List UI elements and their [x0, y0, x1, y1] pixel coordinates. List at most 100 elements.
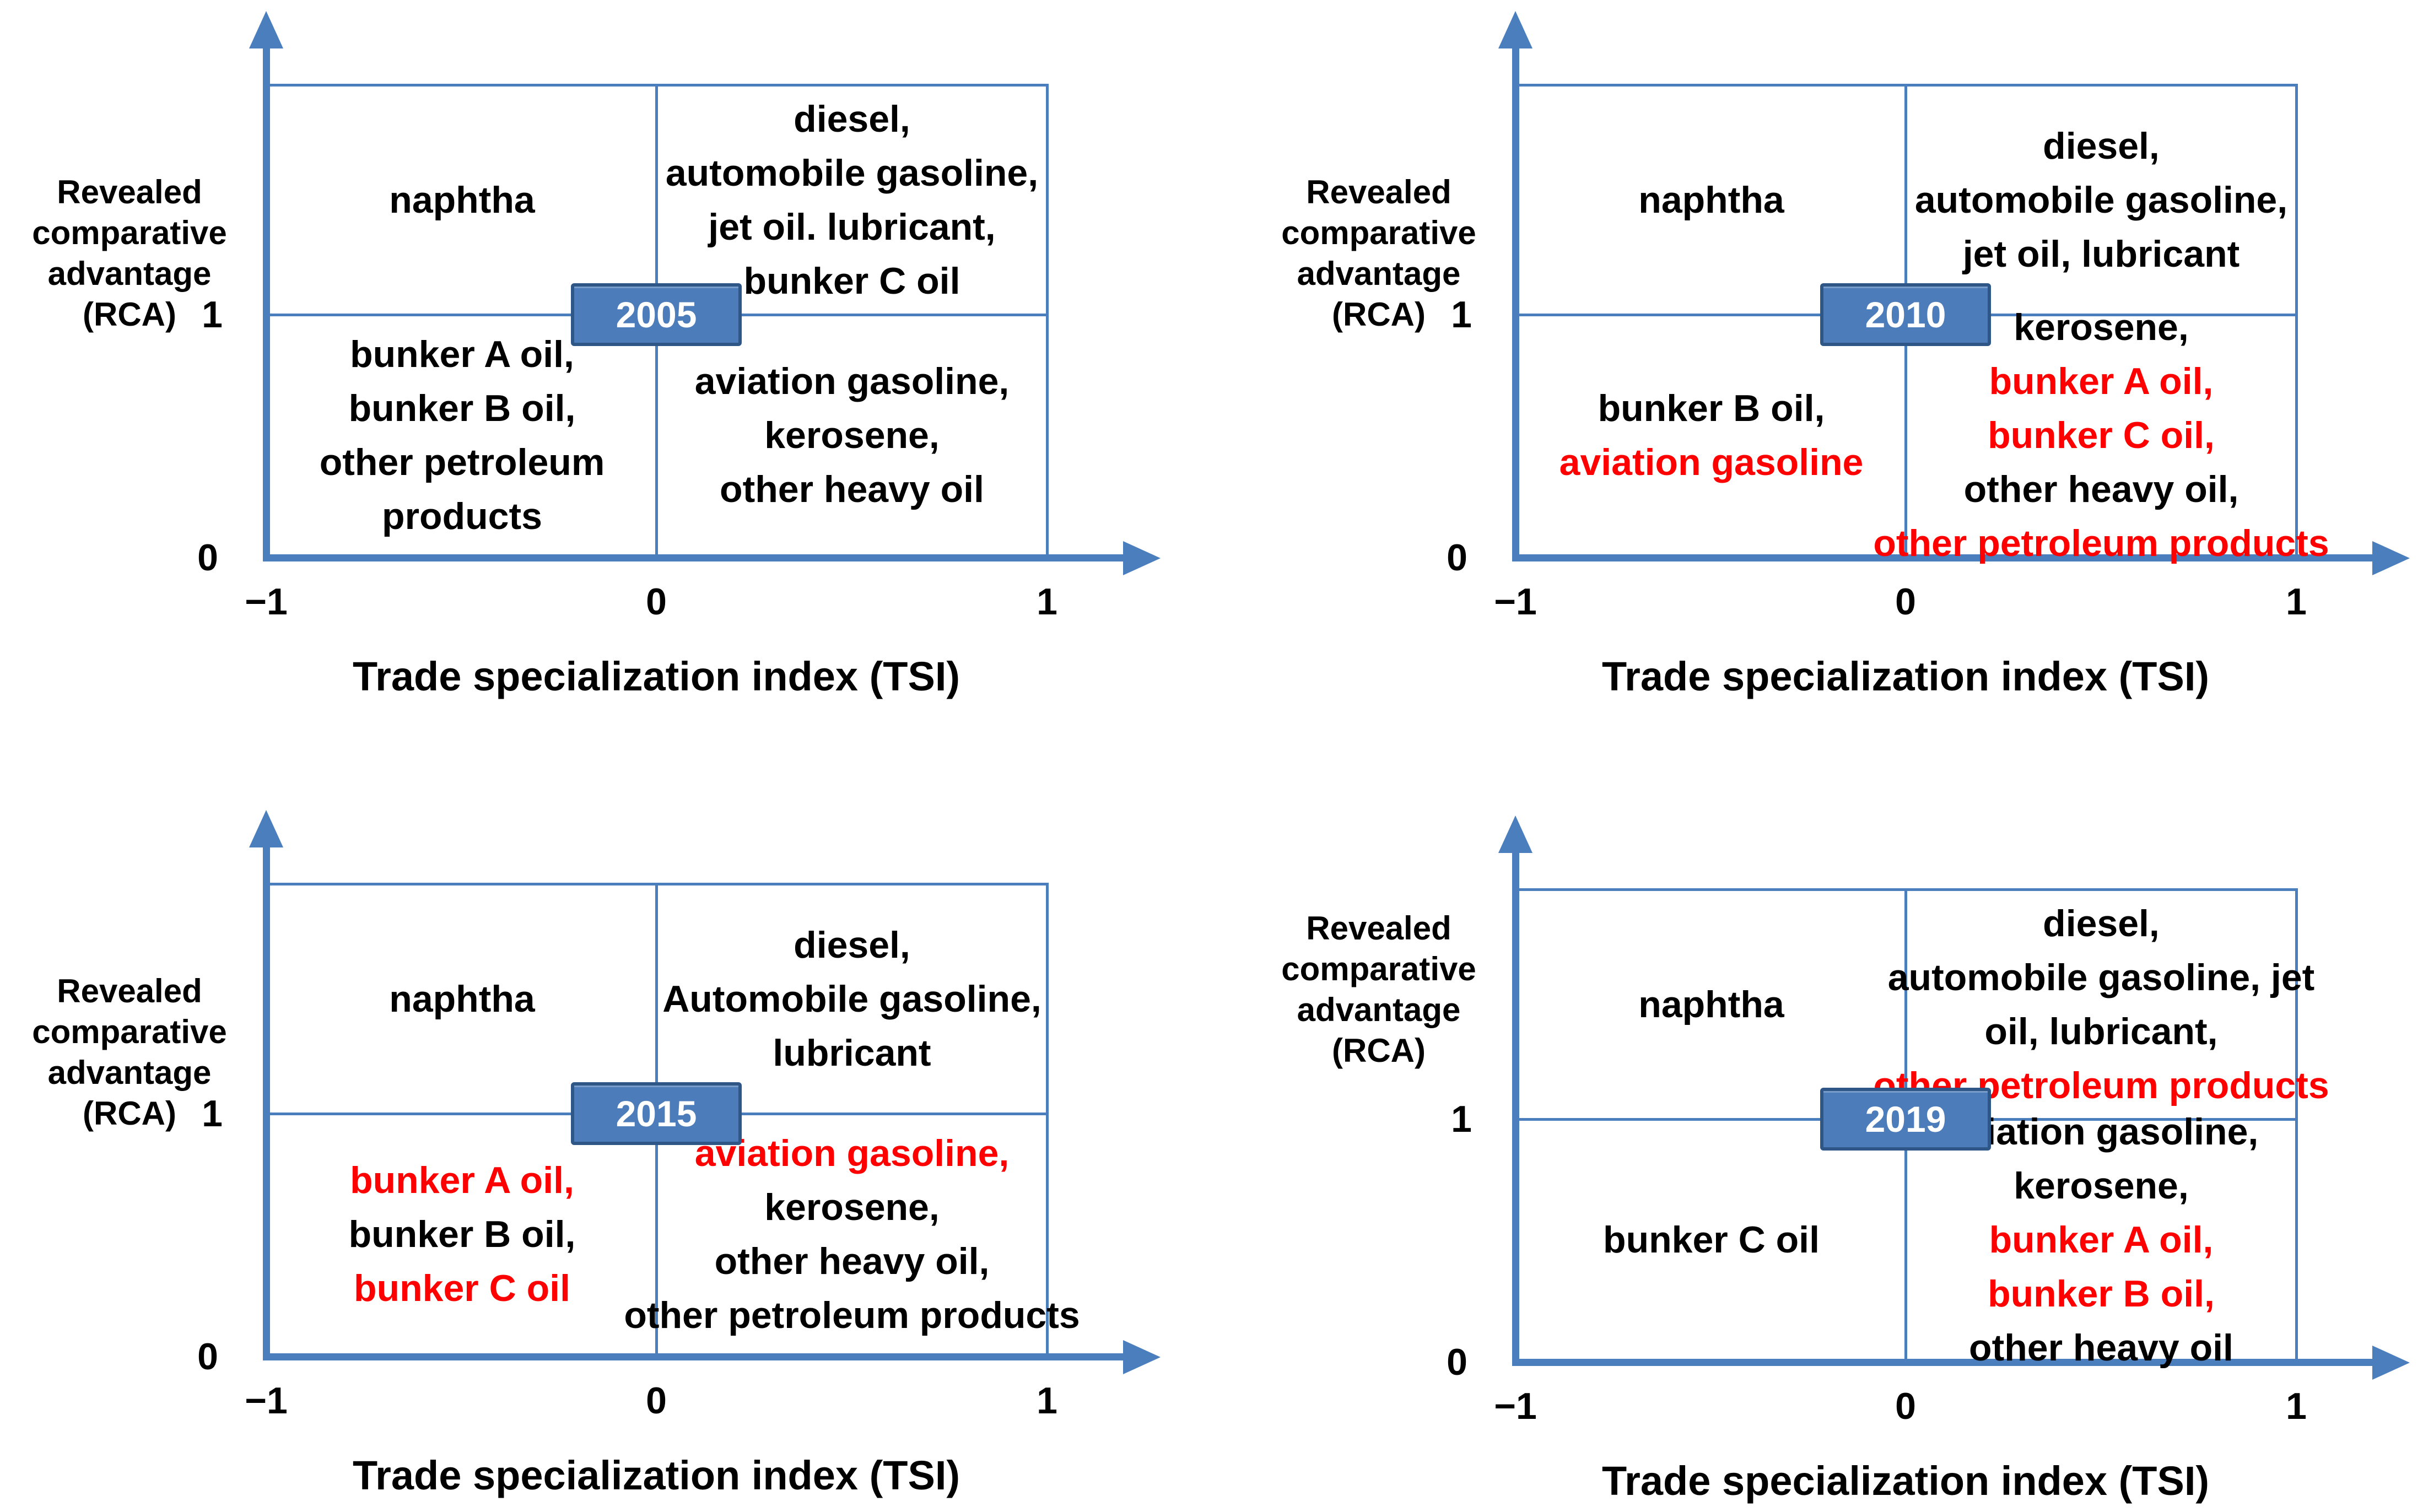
year-badge: 2005 — [571, 283, 742, 346]
quadrant-lower-right: aviation gasoline,kerosene,bunker A oil,… — [1907, 1111, 2295, 1369]
product-label: bunker C oil — [1603, 1219, 1820, 1261]
product-label: kerosene, — [2014, 1165, 2189, 1207]
x-axis-arrowhead-icon — [2372, 541, 2410, 575]
x-axis-arrowhead-icon — [1123, 541, 1161, 575]
product-label: other heavy oil — [1969, 1327, 2233, 1369]
product-label: bunker C oil — [743, 260, 960, 302]
product-label: kerosene, — [764, 1186, 940, 1228]
quadrant-lower-right: aviation gasoline, kerosene, other heavy o… — [624, 1115, 1080, 1353]
quadrant-upper-right: diesel,Automobile gasoline,lubricant — [658, 885, 1046, 1113]
quadrant-upper-right: diesel,automobile gasoline,jet oil, lubr… — [1907, 87, 2295, 314]
quadrant-upper-left: naphtha — [1518, 87, 1904, 314]
x-tick-1: 1 — [1037, 581, 1057, 623]
product-label: naphtha — [389, 978, 535, 1020]
product-label: bunker B oil, — [348, 387, 576, 429]
year-badge-label: 2015 — [616, 1093, 697, 1134]
x-tick-0: 0 — [646, 1380, 667, 1422]
x-tick-1: 1 — [1037, 1380, 1057, 1422]
y-axis-title-line: comparative — [1281, 951, 1476, 987]
y-axis-title-line: (RCA) — [83, 296, 176, 333]
product-label: automobile gasoline, — [1914, 179, 2288, 221]
y-axis-title-line: (RCA) — [1332, 1032, 1426, 1069]
product-label: kerosene, — [764, 414, 940, 456]
y-axis-title: Revealed comparative advantage (RCA) — [1260, 908, 1497, 1071]
product-label: bunker A oil, — [350, 1159, 574, 1201]
product-label: aviation gasoline, — [694, 360, 1010, 402]
product-label: bunker A oil, — [1989, 1219, 2214, 1261]
x-axis-arrowhead-icon — [1123, 1340, 1161, 1374]
product-label: products — [382, 495, 542, 537]
product-label: bunker B oil, — [1598, 387, 1825, 429]
x-tick-1: 1 — [2286, 1385, 2307, 1427]
y-axis-title-line: advantage — [47, 255, 212, 292]
y-axis-line — [263, 844, 270, 1360]
product-label: bunker C oil, — [1988, 414, 2215, 456]
product-label: naphtha — [1638, 984, 1784, 1025]
x-axis-line — [1512, 554, 2375, 561]
x-axis-title: Trade specialization index (TSI) — [352, 1452, 960, 1498]
product-label: diesel, — [794, 98, 910, 140]
product-label: bunker A oil, — [1989, 360, 2214, 402]
y-tick-0: 0 — [197, 1336, 218, 1378]
x-axis-arrowhead-icon — [2372, 1346, 2410, 1380]
y-axis-arrowhead-icon — [249, 11, 283, 48]
x-axis-line — [1512, 1359, 2375, 1366]
product-label: aviation gasoline — [1559, 441, 1864, 483]
y-axis-line — [263, 45, 270, 561]
product-label: lubricant — [773, 1032, 931, 1074]
y-tick-1: 1 — [1451, 294, 1472, 336]
y-tick-0: 0 — [197, 537, 218, 579]
y-axis-arrowhead-icon — [1498, 816, 1532, 853]
x-axis-title: Trade specialization index (TSI) — [352, 654, 960, 699]
chart-inner: Revealed comparative advantage (RCA) 1 0… — [0, 0, 1211, 756]
x-tick-neg1: −1 — [245, 581, 288, 623]
product-label: bunker B oil, — [348, 1213, 576, 1255]
x-axis-line — [263, 1353, 1126, 1360]
product-label: automobile gasoline, jet — [1887, 957, 2315, 998]
y-tick-1: 1 — [202, 294, 223, 336]
y-axis-arrowhead-icon — [1498, 11, 1532, 48]
y-axis-title-line: comparative — [32, 1013, 227, 1050]
y-axis-title-line: (RCA) — [83, 1095, 176, 1132]
y-tick-1: 1 — [202, 1093, 223, 1135]
y-axis-title: Revealed comparative advantage (RCA) — [1260, 172, 1497, 335]
quadrant-chart-2010: Revealed comparative advantage (RCA) 1 0… — [1212, 0, 2423, 756]
y-axis-title-line: Revealed — [57, 973, 202, 1009]
chart-inner: Revealed comparative advantage (RCA) 1 0… — [0, 799, 1211, 1512]
quadrant-lower-left: bunker B oil, aviation gasoline — [1518, 316, 1904, 554]
x-axis-title: Trade specialization index (TSI) — [1601, 654, 2210, 699]
product-label: bunker C oil — [354, 1267, 570, 1309]
x-tick-0: 0 — [1895, 581, 1916, 623]
y-axis-title-line: comparative — [1281, 214, 1476, 251]
quadrant-lower-left: bunker C oil — [1518, 1121, 1904, 1359]
product-label: bunker B oil, — [1988, 1273, 2215, 1315]
y-axis-title-line: advantage — [1297, 255, 1461, 292]
product-label: jet oil. lubricant, — [708, 206, 996, 248]
x-tick-neg1: −1 — [1494, 581, 1537, 623]
y-axis-line — [1512, 850, 1519, 1365]
quadrant-upper-left: naphtha — [269, 885, 655, 1113]
y-axis-title-line: (RCA) — [1332, 296, 1426, 333]
x-axis-line — [263, 554, 1126, 561]
product-label: naphtha — [389, 179, 535, 221]
product-label: diesel, — [2043, 125, 2160, 167]
y-tick-0: 0 — [1447, 1341, 1467, 1383]
quadrant-upper-left: naphtha — [1518, 891, 1904, 1118]
x-tick-neg1: −1 — [1494, 1385, 1537, 1427]
product-label: naphtha — [1638, 179, 1784, 221]
y-axis-title-line: Revealed — [1306, 174, 1451, 210]
x-tick-0: 0 — [1895, 1385, 1916, 1427]
quadrant-chart-2005: Revealed comparative advantage (RCA) 1 0… — [0, 0, 1211, 756]
product-label: other heavy oil, — [714, 1240, 990, 1282]
quadrant-chart-2019: Revealed comparative advantage (RCA) 1 0… — [1212, 756, 2423, 1512]
product-label: other petroleum products — [1873, 522, 2329, 564]
y-tick-1: 1 — [1451, 1098, 1472, 1140]
x-tick-1: 1 — [2286, 581, 2307, 623]
quadrant-chart-2015: Revealed comparative advantage (RCA) 1 0… — [0, 756, 1211, 1512]
year-badge-label: 2010 — [1865, 294, 1946, 335]
product-label: aviation gasoline, — [694, 1132, 1010, 1174]
y-tick-0: 0 — [1447, 537, 1467, 579]
product-label: kerosene, — [2014, 306, 2189, 348]
x-tick-0: 0 — [646, 581, 667, 623]
product-label: other heavy oil — [720, 468, 984, 510]
